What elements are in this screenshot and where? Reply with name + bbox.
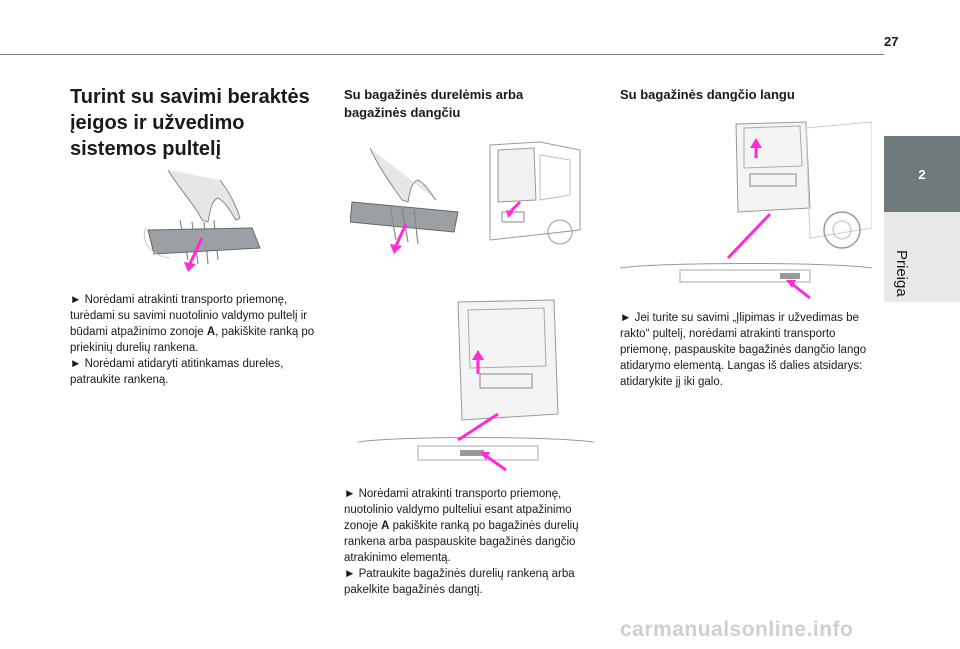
col1-para1-end: , pakiškite ranką po priekinių durelių r… [70, 326, 315, 354]
col2-paragraph-2: ► Patraukite bagažinės durelių rankeną a… [344, 568, 575, 596]
zone-letter: A [206, 326, 216, 338]
van-rear-small-illustration [489, 141, 581, 245]
tailgate-release-illustration [358, 299, 594, 472]
section-title-tailgate: Su bagažinės durelėmis arba bagažinės da… [344, 87, 524, 120]
col1-paragraph-2: ► Norėdami atidaryti atitinkamas dureles… [70, 358, 284, 386]
col2-para1-end: pakiškite ranką po bagažinės durelių ran… [344, 520, 579, 564]
section-title-tailgate-window: Su bagažinės dangčio langu [620, 87, 795, 102]
watermark: carmanualsonline.info [620, 618, 854, 641]
zone-letter-2: A [381, 520, 390, 532]
col2-para1-text: ► Norėdami atrakinti transporto priemonę… [344, 488, 572, 532]
col2-paragraph-1: ► Norėdami atrakinti transporto priemonę… [344, 486, 589, 566]
col1-paragraph-1: ► Norėdami atrakinti transporto priemonę… [70, 292, 330, 356]
section-title-keyless: Turint su savimi beraktės įeigos ir užve… [70, 86, 310, 160]
tailgate-window-illustration [620, 121, 872, 300]
chapter-label: Prieiga [893, 250, 910, 297]
chapter-number: 2 [918, 166, 926, 182]
tailgate-handle-hand-illustration [350, 147, 459, 254]
header-divider [0, 54, 884, 55]
col3-paragraph-1: ► Jei turite su savimi „Įlipimas ir užve… [620, 312, 867, 388]
page-number: 27 [884, 34, 899, 49]
col1-para1-text: ► Norėdami atrakinti transporto priemonę… [70, 294, 308, 338]
door-handle-hand-illustration [143, 169, 261, 272]
chapter-label-strip [884, 212, 960, 302]
chapter-tab[interactable]: 2 [884, 136, 960, 212]
